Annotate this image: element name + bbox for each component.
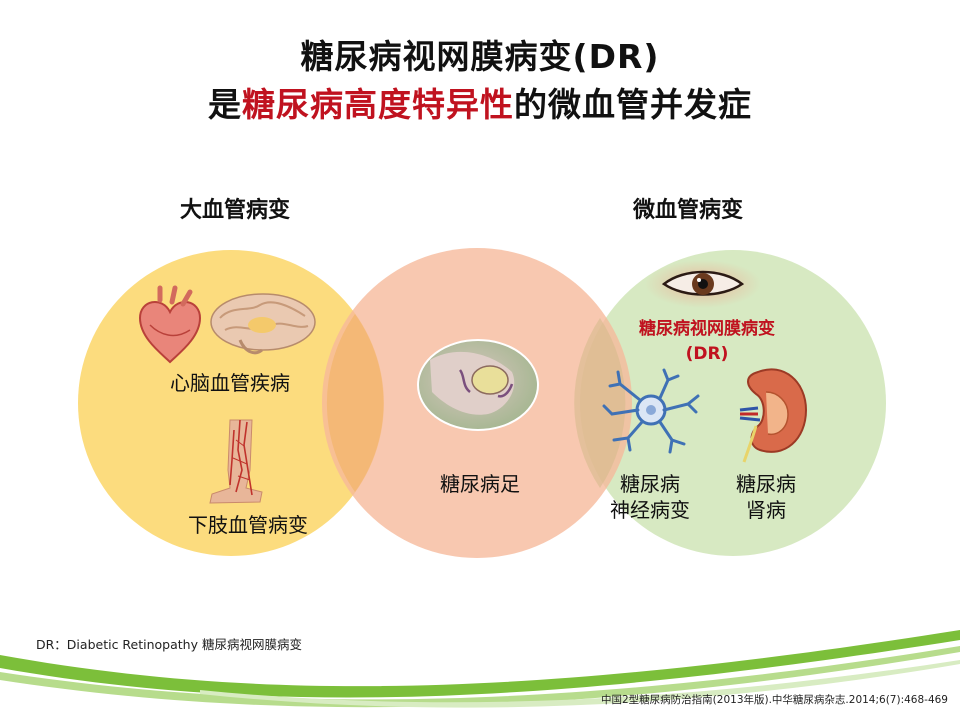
label-nephropathy: 糖尿病 肾病 bbox=[706, 471, 826, 523]
title-line-1: 糖尿病视网膜病变(DR) bbox=[300, 37, 660, 76]
section-macrovascular: 大血管病变 bbox=[180, 198, 291, 223]
label-dr: 糖尿病视网膜病变 (DR) bbox=[592, 317, 822, 367]
brain-icon bbox=[210, 293, 316, 355]
label-dr-line1: 糖尿病视网膜病变 bbox=[639, 319, 775, 339]
section-microvascular: 微血管病变 bbox=[633, 198, 744, 223]
eye-icon bbox=[645, 260, 761, 308]
leg-vessels-icon bbox=[209, 419, 263, 504]
overlap-left bbox=[326, 314, 384, 492]
title-suffix: 的微血管并发症 bbox=[514, 85, 752, 124]
label-cardio-cerebrovascular: 心脑血管疾病 bbox=[170, 371, 290, 395]
label-dr-line2: (DR) bbox=[685, 344, 729, 364]
footer-waves bbox=[0, 630, 960, 708]
label-diabetic-foot: 糖尿病足 bbox=[440, 472, 520, 496]
label-neuropathy-line1: 糖尿病 bbox=[620, 472, 680, 496]
source-citation: 中国2型糖尿病防治指南(2013年版).中华糖尿病杂志.2014;6(7):46… bbox=[601, 694, 948, 706]
label-lower-limb: 下肢血管病变 bbox=[188, 513, 308, 537]
overlap-right bbox=[574, 318, 626, 488]
label-neuropathy-line2: 神经病变 bbox=[610, 498, 690, 522]
label-neuropathy: 糖尿病 神经病变 bbox=[590, 471, 710, 523]
heart-icon bbox=[138, 285, 202, 364]
circle-microvascular bbox=[580, 250, 886, 556]
label-nephropathy-line2: 肾病 bbox=[746, 498, 786, 522]
footnote: DR：Diabetic Retinopathy 糖尿病视网膜病变 bbox=[36, 637, 302, 652]
title-prefix: 是 bbox=[208, 85, 242, 124]
label-nephropathy-line1: 糖尿病 bbox=[736, 472, 796, 496]
foot-wound-icon bbox=[417, 339, 539, 431]
neuron-icon bbox=[602, 368, 700, 454]
title-line-2: 是糖尿病高度特异性的微血管并发症 bbox=[0, 78, 960, 126]
title-highlight: 糖尿病高度特异性 bbox=[242, 85, 514, 124]
kidney-icon bbox=[739, 368, 808, 463]
